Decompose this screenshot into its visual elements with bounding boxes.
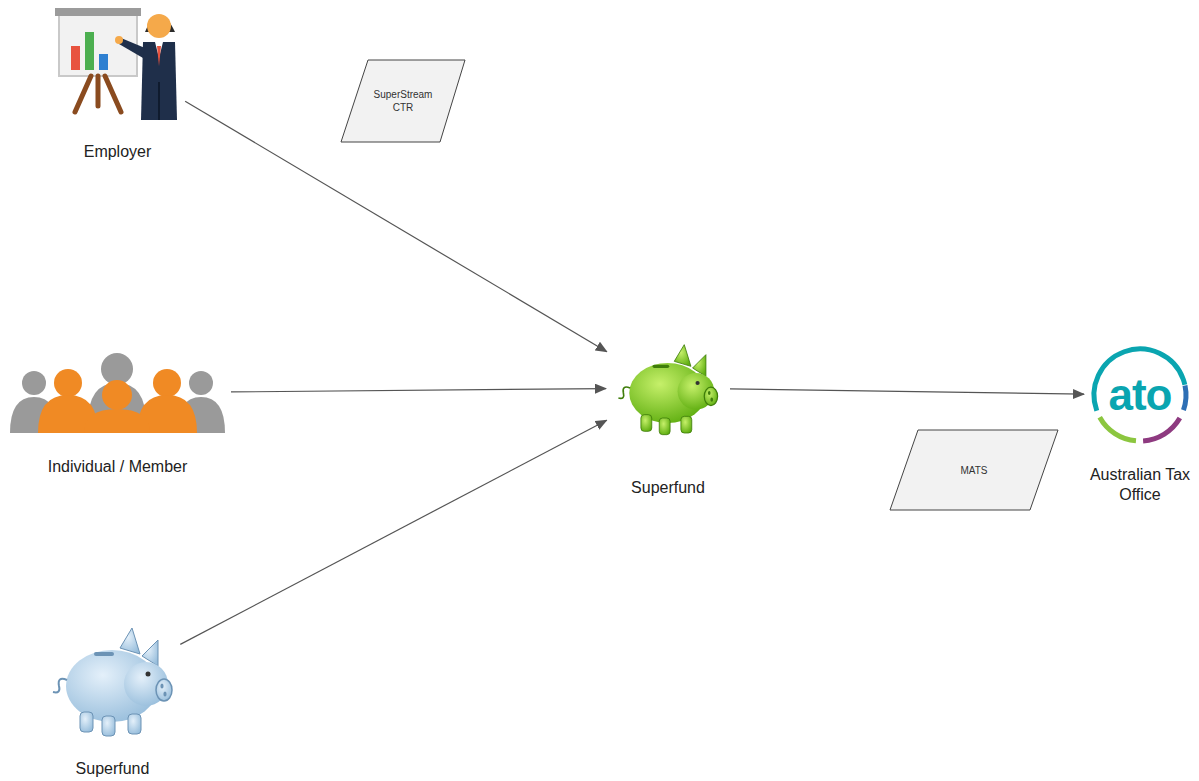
graphic-rect [128,714,141,734]
graphic-circle [1090,345,1190,445]
node-label: Superfund [588,478,748,498]
graphic-rect [681,416,692,433]
graphic-rect [94,652,114,656]
graphic-circle [115,36,123,44]
graphic-ellipse [710,398,713,402]
icon-graphic [612,338,724,438]
graphic-path [120,628,140,654]
graphic-ellipse [704,387,717,405]
icon-graphic [10,353,225,433]
flow-arrow [231,389,606,392]
graphic-rect [55,8,141,16]
icon-node: Superfund [612,338,724,438]
icon-node: atoAustralian Tax Office [1090,345,1190,445]
graphic-circle [696,381,700,385]
node-label: Australian Tax Office [1085,465,1195,505]
graphic-ellipse [708,391,711,395]
data-label: MATS [934,464,1013,477]
graphic-path [75,76,121,112]
flow-arrow [180,420,606,644]
graphic-circle [1077,332,1199,458]
graphic-rect [99,54,108,70]
graphic-path [157,46,161,66]
graphic-rect [85,32,94,70]
parallelogram-outline [340,58,466,144]
graphic-rect [659,418,670,435]
graphic-circle [1081,336,1199,454]
graphic-ellipse [156,679,172,701]
graphic-circle [1085,340,1194,449]
graphic-rect [641,415,652,432]
graphic-circle [147,14,171,38]
graphic-line [158,82,160,120]
graphic-ellipse [160,684,163,689]
data-label: SuperStream CTR [340,88,466,114]
node-label: Individual / Member [0,457,238,477]
graphic-ellipse [163,692,166,697]
graphic-circle [22,371,46,395]
graphic-rect [102,716,115,736]
icon-node: Employer [55,2,180,120]
graphic-path [119,38,145,58]
graphic-circle [146,672,151,677]
icon-node: Superfund [50,620,175,740]
graphic-path [674,345,691,367]
graphic-circle [54,369,82,397]
graphic-path [141,42,177,120]
icon-graphic [55,2,180,120]
graphic-circle [153,369,181,397]
graphic-rect [71,46,80,70]
logo-text: ato [1090,345,1190,445]
graphic-polygon [341,60,465,142]
graphic-polygon [890,430,1058,510]
graphic-path [53,679,67,693]
data-parallelogram: SuperStream CTR [340,58,466,144]
icon-node: Individual / Member [10,353,225,433]
graphic-rect [653,365,670,368]
icon-graphic [50,620,175,740]
graphic-path [84,409,150,433]
node-label: Employer [18,142,218,162]
graphic-circle [189,371,213,395]
data-parallelogram: MATS [888,428,1060,512]
node-label: Superfund [23,759,203,779]
graphic-circle [102,380,132,410]
flow-arrow [730,389,1084,394]
graphic-rect [80,712,93,732]
graphic-path [618,387,630,398]
